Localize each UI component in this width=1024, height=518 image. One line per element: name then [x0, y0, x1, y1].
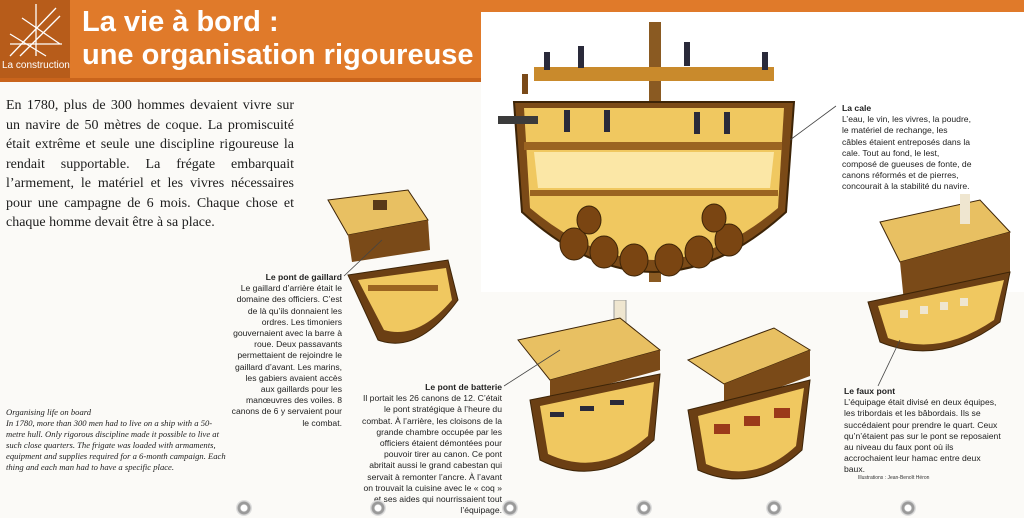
grommet: [900, 500, 916, 516]
lower-deck-illustration: [686, 327, 812, 480]
section-label: La construction: [2, 60, 70, 71]
caption-text: Le gaillard d’arrière était le domaine d…: [231, 283, 342, 428]
caption-text: L’eau, le vin, les vivres, la poudre, le…: [842, 114, 972, 192]
title-line-1: La vie à bord :: [82, 6, 279, 38]
grommet: [370, 500, 386, 516]
caption-title: Le pont de gaillard: [265, 272, 342, 282]
hull-cross-section-illustration: [498, 22, 796, 282]
caption-title: La cale: [842, 103, 872, 113]
english-translation: Organising life on board In 1780, more t…: [6, 407, 226, 473]
caption-faux-pont: Le faux pont L’équipage était divisé en …: [844, 386, 1004, 476]
caption-text: L’équipage était divisé en deux équipes,…: [844, 397, 1001, 475]
grommet: [236, 500, 252, 516]
english-text: In 1780, more than 300 men had to live o…: [6, 418, 226, 472]
title-line-2: une organisation rigoureuse: [82, 39, 474, 71]
illustration-credit: Illustrations : Jean-Benoît Héron: [858, 475, 930, 481]
faux-pont-illustration: [867, 194, 1011, 352]
scaffold-icon: [9, 4, 62, 57]
caption-text: Il portait les 26 canons de 12. C’était …: [362, 393, 502, 516]
caption-title: Le pont de batterie: [425, 382, 502, 392]
batterie-deck-illustration: [517, 300, 662, 472]
gaillard-deck-illustration: [327, 189, 459, 344]
grommet: [502, 500, 518, 516]
caption-title: Le faux pont: [844, 386, 896, 396]
caption-la-cale: La cale L’eau, le vin, les vivres, la po…: [842, 103, 972, 193]
intro-text: En 1780, plus de 300 hommes devaient viv…: [6, 98, 294, 230]
caption-pont-de-gaillard: Le pont de gaillard Le gaillard d’arrièr…: [230, 272, 342, 429]
grommet: [766, 500, 782, 516]
english-title: Organising life on board: [6, 407, 92, 417]
section-logo: La construction: [0, 0, 70, 78]
caption-pont-de-batterie: Le pont de batterie Il portait les 26 ca…: [362, 382, 502, 516]
grommet: [636, 500, 652, 516]
page-title: La vie à bord : une organisation rigoure…: [82, 6, 474, 72]
